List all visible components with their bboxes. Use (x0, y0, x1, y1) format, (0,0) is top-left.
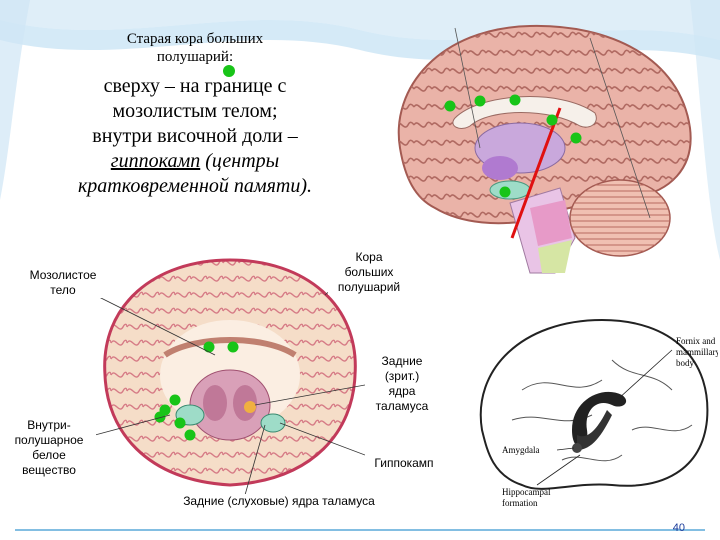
label-posterior-visual-thalamus: Задние (зрит.) ядра таламуса (366, 354, 438, 414)
heading-body: сверху – на границе с мозолистым телом; … (30, 74, 360, 199)
sketch-fornix-1: Fornix and (676, 336, 716, 346)
marker-dot (445, 101, 456, 112)
sagittal-brain-image (360, 8, 705, 283)
label-hippocampus: Гиппокамп (364, 456, 444, 471)
heading-big-line-1: сверху – на границе с (30, 74, 360, 99)
heading-big-line-5: кратковременной памяти). (30, 174, 360, 199)
sketch-fornix-2: mammillary (676, 347, 718, 357)
marker-dot (547, 115, 558, 126)
heading-big-line-2: мозолистым телом; (30, 99, 360, 124)
marker-dot-heading (222, 64, 236, 78)
sketch-hippocampal-2: formation (502, 498, 538, 508)
label-corpus-callosum: Мозолистое тело (22, 268, 104, 298)
marker-dot (571, 133, 582, 144)
heading-big-line-4-rest: (центры (200, 150, 279, 172)
label-white-matter: Внутри- полушарное белое вещество (2, 418, 96, 478)
coronal-brain-image (95, 255, 365, 505)
label-posterior-auditory-thalamus: Задние (слуховые) ядра таламуса (164, 494, 394, 509)
sketch-hippocampal-1: Hippocampal (502, 487, 551, 497)
marker-dot (500, 187, 511, 198)
sketch-fornix-3: body (676, 358, 695, 368)
label-cortex: Кора больших полушарий (328, 250, 410, 295)
hippocampal-sketch-image: Fornix and mammillary body Amygdala Hipp… (462, 310, 718, 515)
heading-big-line-3: внутри височной доли – (30, 124, 360, 149)
heading-big-line-4: гиппокамп (центры (30, 149, 360, 174)
marker-dot (475, 96, 486, 107)
heading-block: Старая кора больших полушарий: сверху – … (30, 30, 360, 199)
hippocampus-link[interactable]: гиппокамп (111, 150, 200, 172)
sketch-amygdala: Amygdala (502, 445, 540, 455)
heading-line-1: Старая кора больших (30, 30, 360, 48)
heading-line-2: полушарий: (30, 48, 360, 66)
page-number: 40 (673, 522, 685, 534)
marker-dot (510, 95, 521, 106)
